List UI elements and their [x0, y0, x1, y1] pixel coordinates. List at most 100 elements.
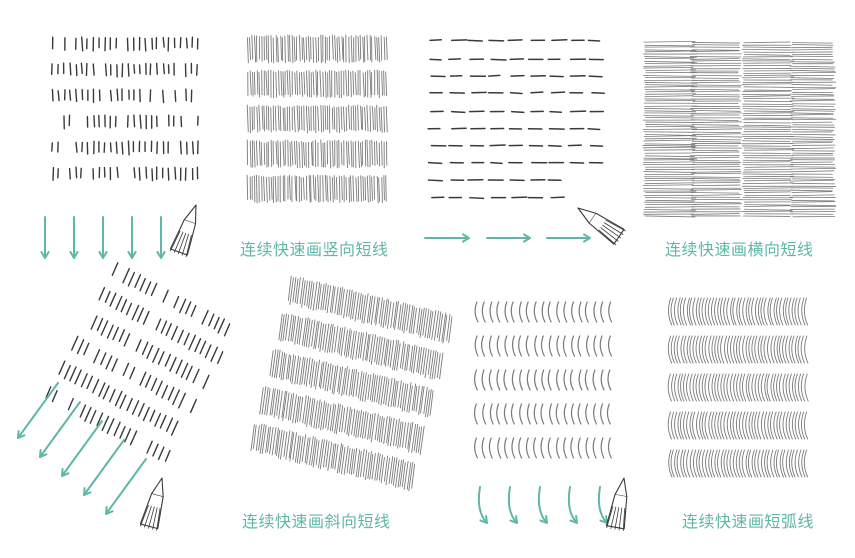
sketch-stroke: [289, 34, 291, 63]
sketch-stroke: [555, 403, 560, 425]
sketch-stroke: [425, 389, 430, 418]
sketch-stroke: [326, 285, 332, 314]
sketch-stroke: [371, 374, 376, 403]
sketch-stroke: [270, 177, 273, 200]
sketch-stroke: [347, 104, 351, 130]
sketch-stroke: [404, 343, 409, 371]
down-arrow-icon: [156, 251, 166, 259]
sketch-stroke: [188, 334, 197, 351]
sketch-stroke: [192, 368, 200, 384]
sketch-stroke: [370, 296, 376, 325]
sketch-stroke: [300, 106, 303, 130]
sketch-stroke: [170, 420, 179, 436]
sketch-stroke: [790, 170, 835, 173]
sketch-stroke: [194, 338, 202, 353]
sketch-stroke: [334, 286, 339, 314]
sketch-stroke: [288, 70, 291, 98]
sketch-stroke: [359, 332, 364, 359]
sketch-stroke: [255, 140, 258, 166]
sketch-stroke: [474, 335, 479, 357]
sketch-stroke: [606, 403, 611, 425]
sketch-stroke: [599, 335, 604, 357]
sketch-stroke: [162, 289, 169, 303]
sketch-stroke: [333, 106, 336, 130]
sketch-stroke: [792, 67, 835, 70]
sketch-stroke: [743, 54, 791, 56]
sketch-stroke: [496, 403, 501, 425]
sketch-stroke: [469, 196, 485, 200]
sketch-stroke: [745, 335, 750, 364]
sketch-stroke: [690, 201, 741, 204]
sketch-stroke: [334, 35, 337, 61]
sketch-stroke: [751, 411, 756, 440]
sketch-stroke: [155, 318, 162, 331]
sketch-stroke: [745, 373, 750, 402]
sketch-stroke: [378, 416, 383, 443]
sketch-stroke: [366, 34, 369, 61]
sketch-stroke: [51, 88, 54, 102]
sketch-stroke: [383, 455, 389, 482]
sketch-stroke: [286, 69, 289, 95]
pencil-hatch: [169, 230, 181, 252]
sketch-stroke: [337, 327, 342, 353]
pencil-hatch: [622, 508, 626, 532]
sketch-stroke: [353, 409, 358, 437]
sketch-stroke: [496, 335, 501, 357]
sketch-stroke: [763, 335, 768, 364]
sketch-stroke: [275, 71, 278, 98]
sketch-stroke: [556, 369, 560, 391]
sketch-stroke: [742, 46, 791, 48]
sketch-stroke: [757, 449, 762, 478]
sketch-stroke: [691, 124, 740, 126]
sketch-stroke: [350, 292, 355, 320]
sketch-stroke: [333, 175, 336, 200]
sketch-stroke: [690, 189, 742, 191]
sketch-stroke: [416, 307, 421, 334]
sketch-stroke: [281, 390, 286, 418]
sketch-stroke: [698, 297, 703, 326]
sketch-stroke: [800, 335, 805, 364]
sketch-stroke: [489, 144, 506, 147]
sketch-stroke: [299, 436, 304, 464]
sketch-stroke: [305, 357, 311, 387]
sketch-stroke: [385, 457, 391, 486]
sketch-stroke: [690, 119, 739, 121]
sketch-stroke: [593, 403, 598, 425]
sketch-stroke: [742, 373, 747, 402]
sketch-stroke: [283, 431, 288, 457]
sketch-stroke: [690, 81, 741, 84]
sketch-stroke: [577, 437, 582, 459]
diagonal-arrow-icon: [105, 458, 147, 515]
sketch-stroke: [343, 329, 348, 356]
sketch-stroke: [374, 36, 377, 60]
sketch-stroke: [490, 58, 507, 61]
sketch-stroke: [307, 35, 310, 62]
sketch-stroke: [473, 403, 478, 425]
sketch-stroke: [366, 104, 369, 132]
sketch-stroke: [362, 332, 368, 361]
sketch-stroke: [363, 293, 369, 324]
sketch-stroke: [789, 136, 834, 139]
sketch-stroke: [600, 369, 605, 391]
sketch-stroke: [467, 39, 484, 42]
sketch-stroke: [125, 302, 133, 316]
sketch-stroke: [392, 380, 397, 407]
sketch-stroke: [739, 373, 744, 402]
sketch-stroke: [511, 369, 516, 391]
sketch-stroke: [427, 179, 444, 182]
sketch-stroke: [699, 411, 704, 440]
sketch-stroke: [607, 437, 612, 459]
sketch-stroke: [133, 64, 136, 74]
sketch-stroke: [217, 318, 226, 334]
sketch-stroke: [329, 140, 332, 169]
sketch-stroke: [794, 373, 799, 402]
sketch-stroke: [317, 174, 320, 203]
sketch-stroke: [75, 64, 78, 77]
sketch-stroke: [389, 339, 395, 368]
sketch-stroke: [292, 394, 297, 424]
sketch-stroke: [695, 335, 700, 364]
sketch-stroke: [701, 449, 707, 478]
sketch-stroke: [692, 133, 742, 135]
sketch-stroke: [376, 104, 378, 132]
sketch-stroke: [285, 430, 291, 460]
